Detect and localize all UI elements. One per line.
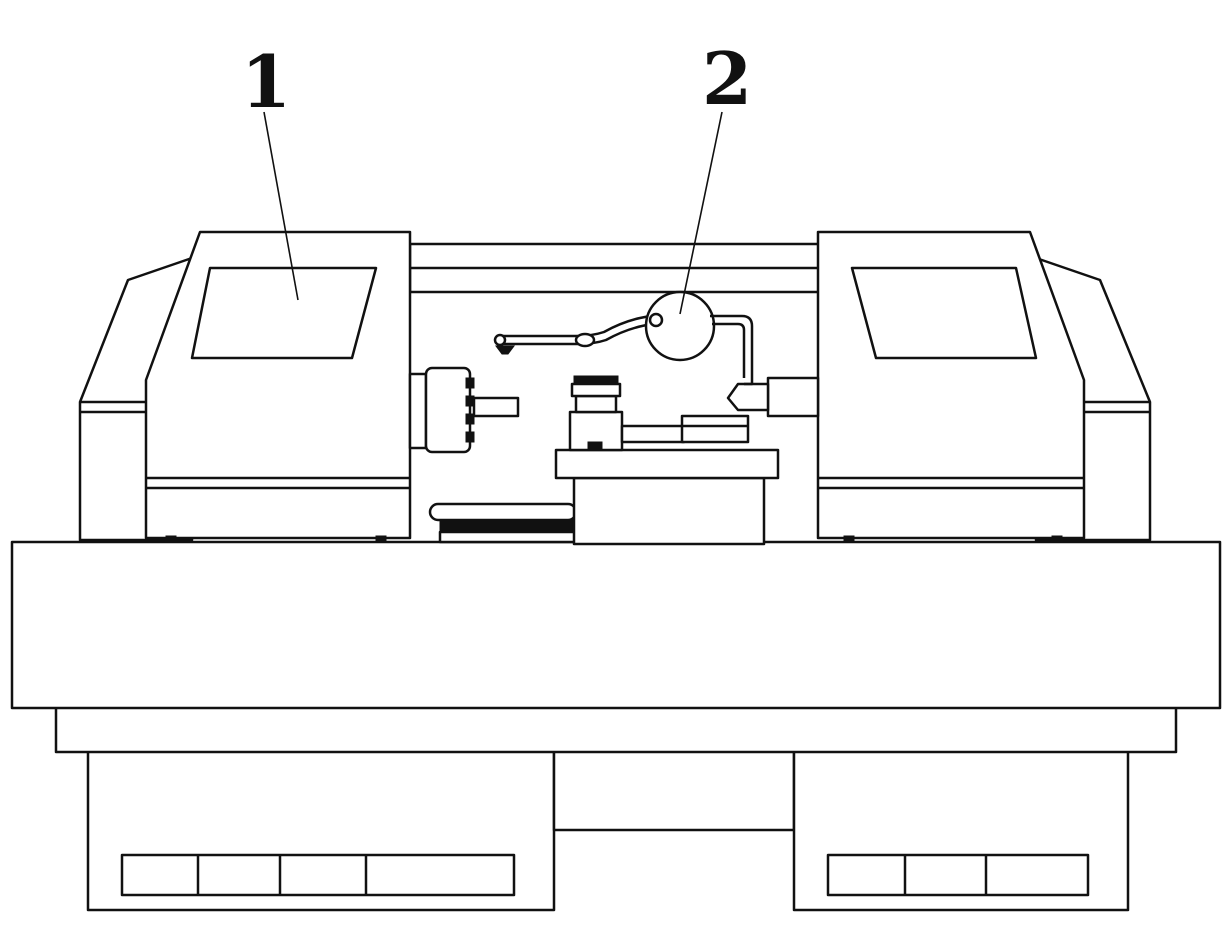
carriage [554,375,780,546]
rear-rail [408,242,824,294]
right-window [850,266,1038,360]
bed-plinth [54,704,1178,754]
lead-screw [428,502,578,544]
left-enclosure [78,230,412,543]
measuring-arm [493,290,754,386]
left-base-cabinet [86,746,556,912]
lathe-bed [10,540,1222,710]
callout-2: 2 [679,36,752,315]
spindle-chuck [408,366,520,454]
dial-gauge [644,290,716,362]
callout-2-label: 2 [702,36,752,121]
right-enclosure [816,230,1152,543]
tailstock-quill [726,376,820,418]
center-base-panel [552,746,796,832]
right-base-cabinet [792,746,1130,912]
callout-1-label: 1 [241,39,291,124]
callout-1: 1 [241,39,299,301]
callout-2-leader [679,111,723,315]
left-window [190,266,378,360]
callout-1-leader [263,111,299,301]
